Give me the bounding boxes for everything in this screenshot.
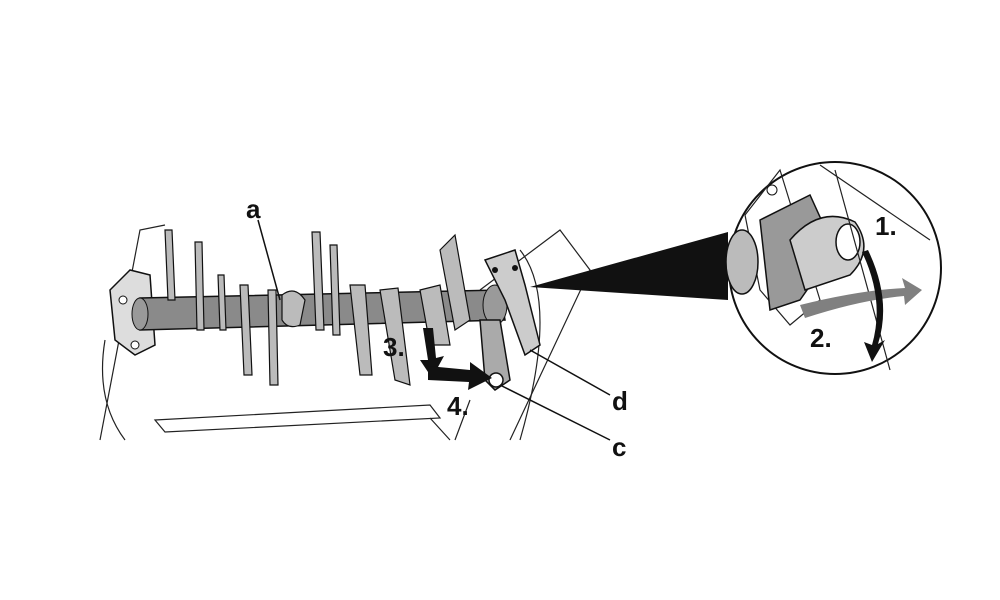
label-d: d bbox=[612, 386, 628, 416]
leader-lines bbox=[257, 219, 611, 441]
magnified-detail bbox=[725, 161, 942, 375]
step-arrows bbox=[420, 328, 492, 390]
label-step-3: 3. bbox=[383, 332, 405, 362]
arrow-down-3 bbox=[420, 328, 444, 378]
rotate-arrow-grey bbox=[800, 278, 922, 318]
label-step-2: 2. bbox=[810, 323, 832, 353]
machine-frame bbox=[99, 224, 591, 441]
blades bbox=[164, 229, 471, 386]
label-step-1: 1. bbox=[875, 211, 897, 241]
push-down-arrow bbox=[862, 250, 885, 362]
label-step-4: 4. bbox=[447, 391, 469, 421]
arrow-right-4 bbox=[428, 362, 492, 390]
label-a: a bbox=[246, 194, 261, 224]
magnify-wedge bbox=[530, 232, 728, 300]
label-c: c bbox=[612, 432, 626, 462]
latch-d bbox=[483, 249, 541, 357]
lever-c bbox=[479, 319, 511, 391]
